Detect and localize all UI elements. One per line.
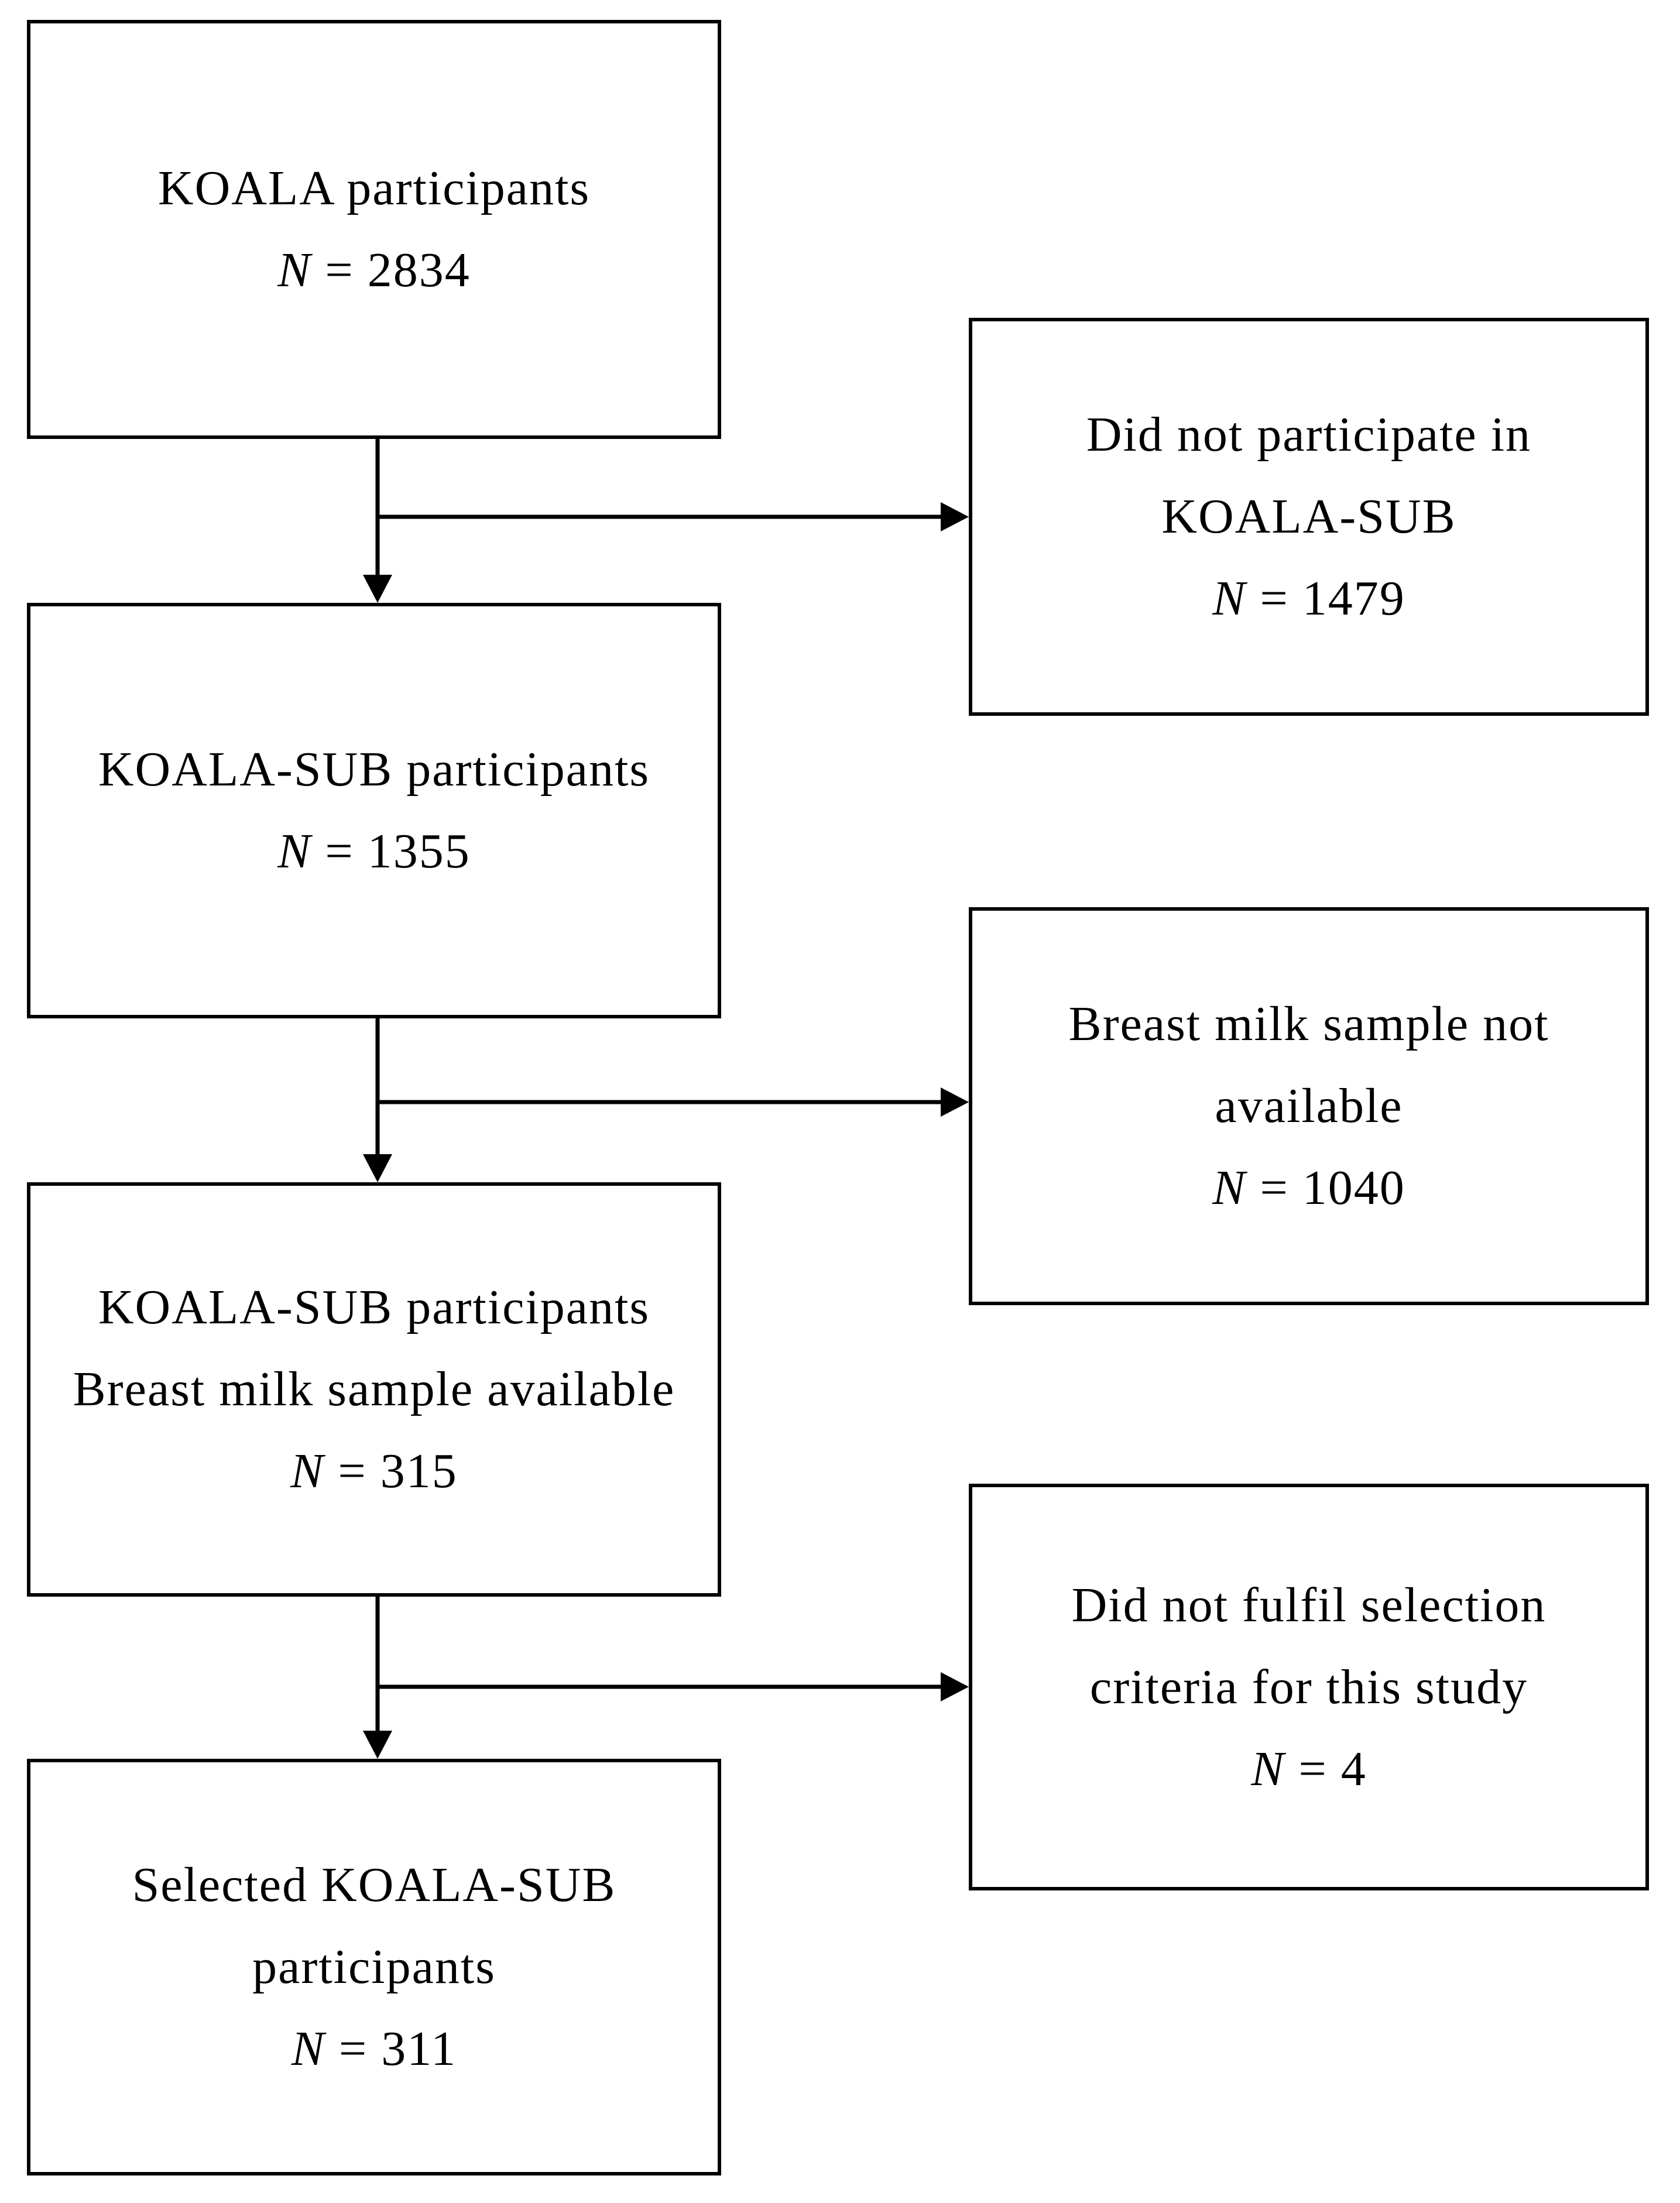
n-symbol: N bbox=[277, 243, 312, 297]
box-text-line: KOALA-SUB participants bbox=[98, 742, 650, 797]
box-text-line: participants bbox=[252, 1940, 496, 1994]
n-count: N = 315 bbox=[290, 1430, 457, 1512]
arrowhead-down-1 bbox=[363, 575, 392, 603]
box-text-line: KOALA-SUB bbox=[1161, 489, 1456, 544]
arrowhead-right-3 bbox=[941, 1672, 969, 1701]
box-text-line: Did not participate in bbox=[1086, 407, 1532, 462]
box-text-line: Breast milk sample available bbox=[73, 1362, 676, 1416]
n-count: N = 1479 bbox=[1212, 558, 1405, 640]
n-symbol: N bbox=[1212, 1161, 1247, 1215]
box-selected-participants: Selected KOALA-SUB participants N = 311 bbox=[27, 1759, 721, 2175]
box-text-line: Breast milk sample not bbox=[1068, 997, 1549, 1051]
n-value: = 315 bbox=[324, 1444, 458, 1498]
box-text-line: KOALA participants bbox=[157, 161, 591, 215]
arrowhead-right-1 bbox=[941, 502, 969, 531]
box-text-line: Did not fulfil selection bbox=[1071, 1577, 1547, 1632]
box-did-not-participate: Did not participate in KOALA-SUB N = 147… bbox=[969, 318, 1649, 716]
n-value: = 1040 bbox=[1246, 1161, 1405, 1215]
box-text-line: KOALA-SUB participants bbox=[98, 1280, 650, 1334]
n-value: = 1479 bbox=[1246, 571, 1405, 626]
n-symbol: N bbox=[277, 824, 312, 879]
n-count: N = 4 bbox=[1251, 1728, 1366, 1810]
n-symbol: N bbox=[1251, 1741, 1285, 1796]
box-text-line: criteria for this study bbox=[1089, 1659, 1528, 1714]
n-symbol: N bbox=[1212, 571, 1247, 626]
arrowhead-down-2 bbox=[363, 1154, 392, 1182]
n-count: N = 2834 bbox=[277, 229, 470, 311]
n-count: N = 1355 bbox=[277, 811, 470, 893]
box-koala-sub-participants: KOALA-SUB participants N = 1355 bbox=[27, 603, 721, 1018]
box-did-not-fulfil-criteria: Did not fulfil selection criteria for th… bbox=[969, 1484, 1649, 1890]
n-value: = 2834 bbox=[311, 243, 471, 297]
n-symbol: N bbox=[290, 1444, 325, 1498]
arrowhead-right-2 bbox=[941, 1087, 969, 1117]
box-sample-not-available: Breast milk sample not available N = 104… bbox=[969, 907, 1649, 1305]
arrowhead-down-3 bbox=[363, 1731, 392, 1759]
box-sample-available: KOALA-SUB participants Breast milk sampl… bbox=[27, 1182, 721, 1597]
box-text-line: Selected KOALA-SUB bbox=[132, 1858, 616, 1912]
n-count: N = 311 bbox=[292, 2008, 457, 2090]
n-value: = 311 bbox=[325, 2022, 457, 2076]
n-count: N = 1040 bbox=[1212, 1147, 1405, 1229]
n-symbol: N bbox=[291, 2022, 325, 2076]
box-koala-participants: KOALA participants N = 2834 bbox=[27, 20, 721, 439]
box-text-line: available bbox=[1215, 1079, 1403, 1133]
n-value: = 1355 bbox=[311, 824, 471, 879]
n-value: = 4 bbox=[1285, 1741, 1367, 1796]
